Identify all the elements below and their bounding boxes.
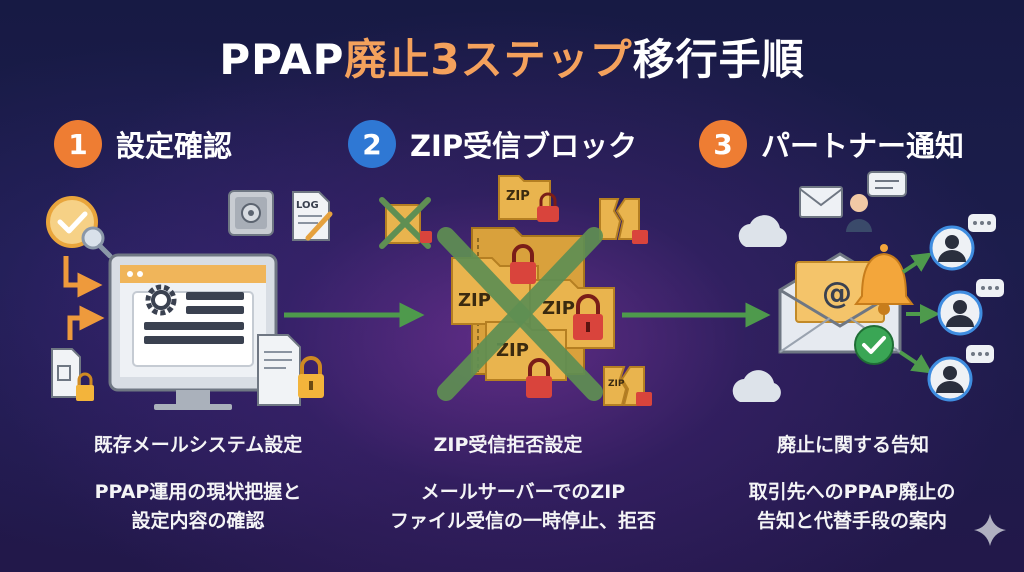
step-2-title: ZIP受信ブロック	[410, 129, 638, 163]
step-2-header: 2 ZIP受信ブロック	[348, 120, 637, 168]
step-1-title: 設定確認	[116, 129, 233, 163]
person-icon-top	[846, 194, 872, 232]
step-2-desc-line-2: ファイル受信の一時停止、拒否	[389, 510, 656, 532]
zip-broken-label: ZIP	[608, 379, 625, 389]
block-cross-icon	[437, 227, 603, 401]
title-accent: 廃止3ステップ	[344, 35, 633, 84]
step-3-desc-line-2: 告知と代替手段の案内	[756, 510, 947, 532]
broken-zip-right-top-icon	[599, 198, 648, 244]
zip-bottom-label: ZIP	[496, 340, 529, 361]
step-1-description: PPAP運用の現状把握と 設定内容の確認	[48, 478, 348, 536]
zip-left-label: ZIP	[458, 290, 491, 311]
safe-icon	[228, 190, 274, 236]
bell-icon	[854, 244, 914, 315]
step-2-label: ZIP受信拒否設定	[433, 434, 583, 456]
title-prefix: PPAP	[219, 35, 345, 84]
small-locked-document-icon	[51, 348, 94, 401]
step-3-title: パートナー通知	[761, 129, 965, 163]
title-suffix: 移行手順	[632, 35, 805, 84]
step-3-badge: 3	[699, 120, 747, 168]
log-label: LOG	[296, 200, 319, 211]
gear-icon	[145, 284, 177, 316]
arrow-to-person-3	[898, 350, 933, 374]
broken-zip-right-bottom-icon: ZIP	[603, 366, 652, 406]
cloud-icon-top	[738, 215, 787, 247]
svg-text:@: @	[822, 276, 852, 311]
monitor-icon	[108, 253, 278, 410]
step-1-desc-line-2: 設定内容の確認	[131, 510, 265, 532]
step-1-badge: 1	[54, 120, 102, 168]
cloud-icon-bottom	[732, 370, 781, 402]
zip-top-label: ZIP	[506, 189, 530, 204]
locked-document-icon	[257, 334, 324, 406]
zip-right-label: ZIP	[542, 298, 575, 319]
step-3-header: 3 パートナー通知	[699, 120, 964, 168]
magnifier-check-icon	[46, 196, 113, 259]
step-3-label: 廃止に関する告知	[776, 434, 929, 456]
sparkle-icon	[974, 514, 1006, 546]
log-document-icon: LOG	[292, 191, 333, 241]
partner-avatar-3	[927, 345, 994, 402]
crossed-zip-small-icon	[379, 197, 432, 249]
step-2-description: メールサーバーでのZIP ファイル受信の一時停止、拒否	[358, 478, 688, 536]
step-3-description: 取引先へのPPAP廃止の 告知と代替手段の案内	[712, 478, 992, 536]
step-1-header: 1 設定確認	[54, 120, 232, 168]
check-circle-icon	[854, 325, 894, 365]
zip-folder-top-icon: ZIP	[498, 175, 559, 222]
partner-avatar-2	[937, 279, 1004, 336]
arrow-to-person-1	[901, 252, 933, 274]
step-1-desc-line-1: PPAP運用の現状把握と	[94, 481, 302, 503]
step-2-desc-line-1: メールサーバーでのZIP	[420, 481, 626, 503]
chat-bubble-icon-top	[867, 171, 907, 197]
flow-arrows-icon	[63, 256, 105, 340]
step-1-label: 既存メールシステム設定	[93, 434, 303, 456]
page-title: PPAP廃止3ステップ移行手順	[0, 26, 1024, 87]
small-envelope-icon	[799, 186, 843, 218]
step-2-badge: 2	[348, 120, 396, 168]
partner-avatar-1	[929, 214, 996, 271]
step-3-desc-line-1: 取引先へのPPAP廃止の	[748, 481, 956, 503]
